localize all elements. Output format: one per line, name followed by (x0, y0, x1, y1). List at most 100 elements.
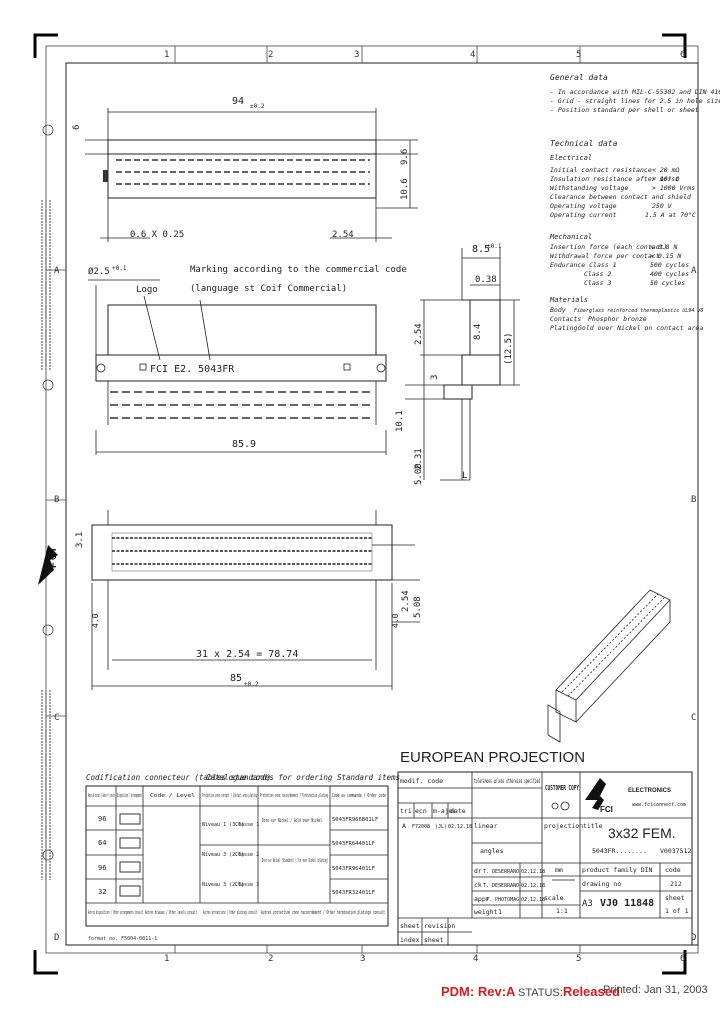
dim-side-l: L (462, 471, 467, 481)
tb-rev-date: 02.12.18 (448, 824, 472, 830)
tb-web: www.fciconnect.com (632, 802, 686, 808)
bottom-view: 3.1 4.0 4.0 31 x 2.54 = 78.74 85 ±0.2 2.… (75, 510, 423, 690)
codif-row-3-code: 5043FR96401LF (332, 866, 375, 872)
dim-pitch-pins: 0.6 X 0.25 (130, 230, 184, 240)
codif-class-1: Classe 1 (235, 822, 259, 828)
release-status: STATUS:Released (518, 985, 620, 999)
dim-bottom-width-tol: ±0.2 (244, 681, 259, 688)
grid-left-d: D (54, 933, 59, 943)
tb-code-label: code (665, 866, 681, 874)
mech-label-4: Class 2 (584, 270, 611, 278)
dim-bottom-508: 5.08 (413, 596, 423, 618)
codif-level-2: Niveau 3 (2.0) (202, 852, 244, 858)
tb-rev-col-3: m-ajor (433, 807, 457, 815)
elec-value-6: 1.5 A at 70°C (645, 211, 696, 219)
dim-bottom-31: 3.1 (75, 532, 85, 548)
dim-bottom-254: 2.54 (401, 590, 411, 612)
tb-dr-label: dr (474, 867, 482, 875)
elec-label-3: Withstanding voltage (550, 184, 628, 192)
tb-rev-col-2: ecn (415, 807, 427, 815)
codif-foot-c: Autres protections / Other platings cons… (203, 910, 257, 916)
tb-angles: angles (480, 847, 504, 855)
dim-pitch: 2.54 (332, 230, 354, 240)
dim-side-039: 0.38 (475, 275, 497, 285)
dim-bottom-40-a: 4.0 (91, 613, 100, 628)
elec-label-2: Insulation resistance after moist (550, 175, 679, 183)
dim-side-125: (12.5) (504, 332, 514, 365)
tb-rev-major: (JL) (435, 824, 447, 830)
dim-side-top-tol: ±0.1 (487, 243, 502, 250)
tb-size: A3 (582, 899, 593, 909)
mech-label-2: Withdrawal force per contact (550, 252, 660, 260)
dim-right-upper: 9.6 (400, 149, 410, 165)
marking-note-2: (language st Coif Commercial) (190, 284, 347, 294)
elec-label-4: Clearance between contact and shield (550, 193, 691, 201)
codif-level-1: Niveau 1 (3.0) (202, 822, 244, 828)
tb-weight: 1 (498, 908, 502, 916)
grid-top-2: 2 (268, 50, 273, 60)
grid-bottom-2: 2 (268, 954, 273, 964)
top-view: 94 ±0.2 6 9.6 10.6 0.6 X 0.25 2.54 (72, 96, 418, 242)
mat-value-3: Gold over Nickel on contact area (578, 324, 703, 332)
tb-part-no-2: V0037512 (660, 847, 691, 855)
printed-date: Printed: Jan 31, 2003 (603, 984, 708, 996)
tb-weight-label: weight (474, 908, 498, 916)
doc-format-label: format no. F5004-0011-1 (88, 936, 157, 942)
tb-ck-date: 02.12.18 (521, 883, 545, 889)
tb-sheet-label-2: sheet (424, 936, 444, 944)
codif-header-2: Disposition / Arrangement (117, 793, 142, 799)
grid-left-b: B (54, 495, 59, 505)
status-label: STATUS: (518, 987, 563, 999)
dim-pitch-total: 31 x 2.54 = 78.74 (196, 649, 298, 660)
dim-hole-tol: +0.1 (112, 265, 127, 272)
pdm-label: PDM: (441, 984, 475, 999)
grid-left-c: C (54, 713, 59, 723)
isometric-view (547, 589, 671, 743)
grid-top-1: 1 (164, 50, 169, 60)
tb-modif-code: modif. code (400, 777, 443, 785)
mech-value-4: 400 cycles (650, 270, 689, 278)
dim-top-height: 6 (72, 125, 82, 130)
dim-side-5: 5.00 (414, 463, 424, 485)
elec-value-5: 250 V (652, 202, 673, 210)
codif-header-4: Protection zone contact / Contact area p… (202, 793, 257, 799)
dim-side-231: 2.31 (414, 448, 424, 470)
grid-bottom-4: 4 (473, 954, 478, 964)
codif-header-6: Code ou commande / Order code (332, 793, 386, 799)
title-block: modif. code tolerances unless otherwise … (397, 771, 693, 946)
projection-heading: EUROPEAN PROJECTION (400, 749, 585, 766)
tb-fci: FCI (600, 805, 613, 814)
grid-bottom-3: 3 (360, 954, 365, 964)
tb-appr-name: P. PHOTOMAG (486, 897, 519, 903)
grid-right-d: D (691, 933, 696, 943)
tb-rev-ecn: F72008 (412, 824, 430, 830)
tb-drawing-no: VJ0 11848 (600, 898, 654, 909)
front-marking: FCI E2. 5043FR (150, 364, 235, 375)
general-data-line-3: - Position standard per shell or sheet (550, 106, 699, 114)
codif-row-1-plating: Doré sur Nickel / Gold over Nickel (262, 817, 322, 824)
tb-mm: mm (555, 866, 563, 874)
marking-note-1: Marking according to the commercial code (190, 265, 407, 275)
grid-left-a: A (54, 266, 60, 276)
general-data-block: General data - In accordance with MIL-C-… (549, 73, 720, 332)
elec-label-1: Initial contact resistance (550, 166, 652, 174)
codif-foot-d: Autres protection zone raccordement / Ot… (261, 910, 385, 916)
mat-value-2: Phosphor bronze (588, 315, 647, 323)
mech-value-2: > 0.15 N (650, 252, 681, 260)
dim-top-width-tol: ±0.2 (250, 103, 265, 110)
dim-hole: Ø2.5 (88, 266, 110, 277)
pdm-value: Rev:A (477, 984, 516, 999)
elec-label-5: Operating voltage (550, 202, 617, 210)
inner-frame (65, 62, 699, 946)
grid-bottom-6: 6 (680, 954, 685, 964)
tb-appr-label: appr (474, 895, 490, 903)
general-data-title: General data (550, 73, 608, 82)
materials-title: Materials (549, 296, 588, 304)
grid-top-3: 3 (354, 50, 359, 60)
tb-electronics: ELECTRONICS (628, 788, 671, 794)
technical-data-title: Technical data (550, 139, 618, 148)
mat-label-3: Plating (550, 324, 577, 332)
dim-side-top: 8.5 (472, 244, 490, 255)
tb-sheet-value: 1 of 1 (665, 907, 689, 915)
grid-top-4: 4 (470, 50, 475, 60)
